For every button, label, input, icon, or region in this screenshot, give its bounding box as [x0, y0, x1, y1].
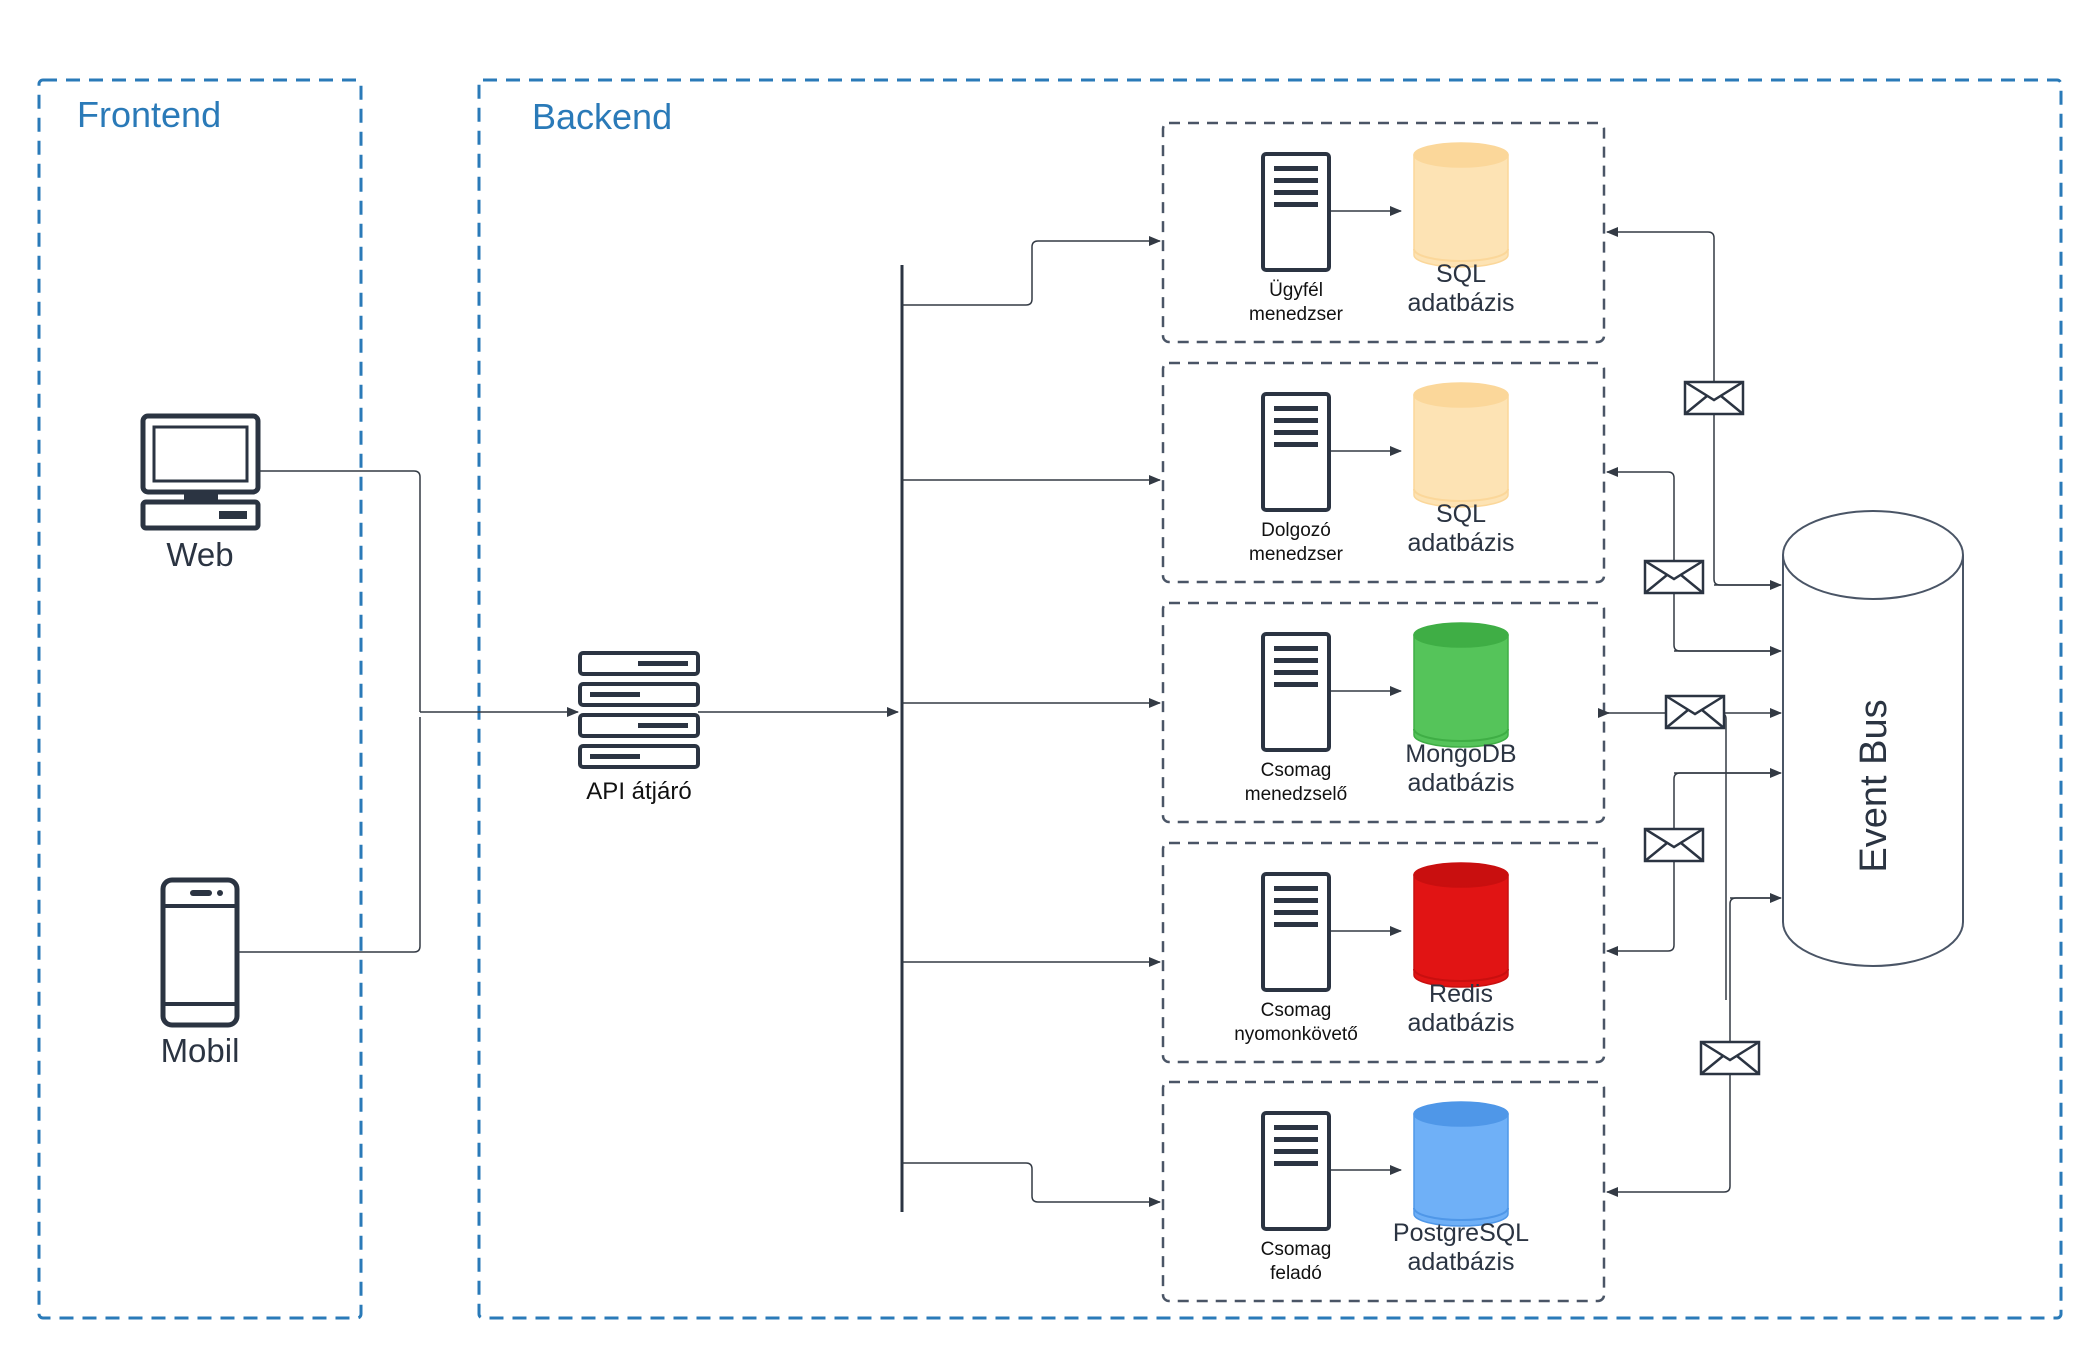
service-label-line2: feladó [1270, 1263, 1322, 1284]
database-label-line2: adatbázis [1407, 529, 1514, 557]
event-bus-label: Event Bus [1853, 699, 1895, 872]
service-label-line1: Ügyfél [1269, 280, 1323, 301]
service-frame [1161, 361, 1606, 584]
backend-title: Backend [532, 96, 672, 137]
message-envelope-icon [1699, 1040, 1761, 1076]
message-envelope-icon [1683, 380, 1745, 416]
service-label-line2: menedzselő [1245, 784, 1347, 805]
event-bus[interactable]: Event Bus [1782, 510, 1964, 967]
service-label-line1: Csomag [1261, 1000, 1332, 1021]
database-label-line2: adatbázis [1407, 1009, 1514, 1037]
database-label-line1: PostgreSQL [1393, 1219, 1529, 1247]
service-label-line2: menedzser [1249, 304, 1344, 325]
server-icon [1261, 872, 1331, 992]
router-connectors [902, 236, 1161, 1207]
gateway-server-icon [578, 651, 700, 769]
web-label: Web [166, 536, 233, 573]
service-label-line2: nyomonkövető [1234, 1024, 1358, 1045]
database-label-line1: MongoDB [1405, 740, 1516, 768]
desktop-icon [140, 413, 261, 531]
gateway-label: API átjáró [586, 778, 691, 805]
backend-group: Backend [477, 78, 2063, 1320]
message-envelope-icon [1664, 694, 1726, 730]
server-icon [1261, 152, 1331, 272]
server-icon [1261, 1111, 1331, 1231]
smartphone-icon [160, 877, 240, 1028]
web-client[interactable]: Web [140, 413, 261, 573]
frontend-title: Frontend [77, 94, 221, 135]
database-label-line1: SQL [1436, 500, 1486, 528]
mobile-client[interactable]: Mobil [160, 877, 240, 1069]
message-envelope-icon [1643, 559, 1705, 595]
services: ÜgyfélmenedzserSQLadatbázisDolgozómenedz… [1161, 121, 1606, 1303]
database-label-line1: Redis [1429, 980, 1493, 1008]
database-label-line2: adatbázis [1407, 289, 1514, 317]
service-label-line1: Dolgozó [1261, 520, 1331, 541]
message-envelopes [1643, 380, 1761, 1076]
message-envelope-icon [1643, 827, 1705, 863]
database-icon [1413, 382, 1509, 508]
database-label-line2: adatbázis [1407, 1248, 1514, 1276]
database-icon [1413, 142, 1509, 268]
server-icon [1261, 632, 1331, 752]
service-frame [1161, 601, 1606, 824]
database-label-line1: SQL [1436, 260, 1486, 288]
service-label-line2: menedzser [1249, 544, 1344, 565]
frontend-group: Frontend [37, 78, 363, 1320]
client-connectors [237, 470, 579, 953]
api-gateway[interactable]: API átjáró [578, 651, 700, 805]
service-label-line1: Csomag [1261, 760, 1332, 781]
database-icon [1413, 622, 1509, 748]
database-icon [1413, 1101, 1509, 1227]
database-label-line2: adatbázis [1407, 769, 1514, 797]
service-frame [1161, 121, 1606, 344]
service-frame [1161, 1080, 1606, 1303]
database-icon [1413, 862, 1509, 988]
service-label-line1: Csomag [1261, 1239, 1332, 1260]
mobile-label: Mobil [161, 1032, 240, 1069]
server-icon [1261, 392, 1331, 512]
service-frame [1161, 841, 1606, 1064]
